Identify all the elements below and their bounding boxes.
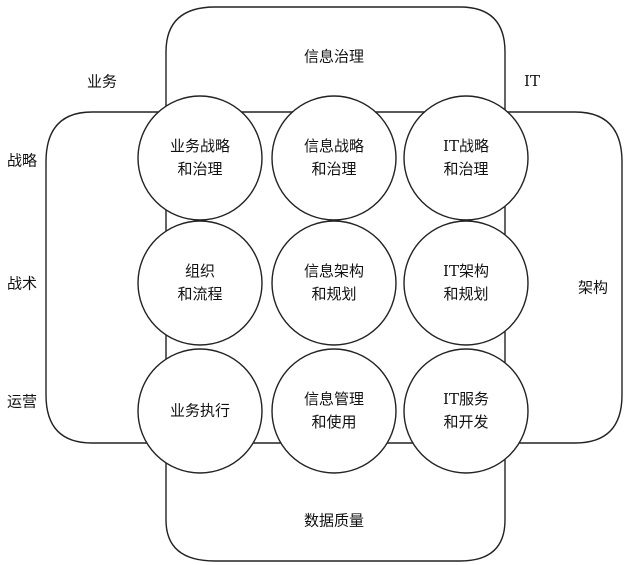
- it-strategy-governance-circle: [403, 95, 529, 221]
- information-governance-label: 信息治理: [303, 47, 365, 66]
- organization-process-circle: [137, 220, 263, 346]
- information-management-use-label: 信息管理和使用: [279, 388, 389, 434]
- business-strategy-governance-label-line: 和治理: [177, 160, 223, 178]
- business-execution-label-line: 业务执行: [169, 401, 230, 420]
- organization-process-label-line: 组织: [184, 262, 215, 280]
- row-label-strategy: 战略: [6, 151, 38, 170]
- information-management-use-label-line: 信息管理: [303, 390, 364, 408]
- business-strategy-governance-label-line: 业务战略: [169, 137, 230, 155]
- information-management-use-circle: [271, 348, 397, 474]
- it-architecture-planning-circle: [403, 220, 529, 346]
- information-strategy-governance-circle: [271, 95, 397, 221]
- it-strategy-governance-label: IT战略和治理: [411, 135, 521, 181]
- it-architecture-planning-label-line: IT架构: [443, 262, 489, 280]
- business-execution-label: 业务执行: [145, 400, 255, 423]
- it-strategy-governance-label-line: 和治理: [443, 160, 489, 178]
- vertical-band: [165, 6, 506, 562]
- business-strategy-governance-circle: [137, 95, 263, 221]
- architecture-label: 架构: [577, 278, 609, 297]
- information-strategy-governance-label: 信息战略和治理: [279, 135, 389, 181]
- business-strategy-governance-label: 业务战略和治理: [145, 135, 255, 181]
- horizontal-band: [45, 111, 623, 444]
- data-quality-label: 数据质量: [303, 511, 365, 530]
- row-label-tactics: 战术: [6, 274, 38, 293]
- information-strategy-governance-label-line: 信息战略: [303, 137, 364, 155]
- it-architecture-planning-label-line: 和规划: [443, 285, 489, 303]
- information-architecture-planning-label-line: 和规划: [311, 285, 357, 303]
- it-service-development-label-line: 和开发: [443, 413, 489, 431]
- information-management-use-label-line: 和使用: [311, 413, 357, 431]
- information-strategy-governance-label-line: 和治理: [311, 160, 357, 178]
- it-label: IT: [524, 72, 540, 90]
- organization-process-label: 组织和流程: [145, 260, 255, 306]
- organization-process-label-line: 和流程: [177, 285, 223, 303]
- it-strategy-governance-label-line: IT战略: [443, 137, 489, 155]
- business-execution-circle: [137, 348, 263, 474]
- it-service-development-label: IT服务和开发: [411, 388, 521, 434]
- information-architecture-planning-circle: [271, 220, 397, 346]
- business-label: 业务: [86, 72, 118, 91]
- it-service-development-label-line: IT服务: [443, 390, 489, 408]
- information-architecture-planning-label: 信息架构和规划: [279, 260, 389, 306]
- row-label-operations: 运营: [6, 392, 38, 411]
- it-service-development-circle: [403, 348, 529, 474]
- information-architecture-planning-label-line: 信息架构: [303, 262, 364, 280]
- it-architecture-planning-label: IT架构和规划: [411, 260, 521, 306]
